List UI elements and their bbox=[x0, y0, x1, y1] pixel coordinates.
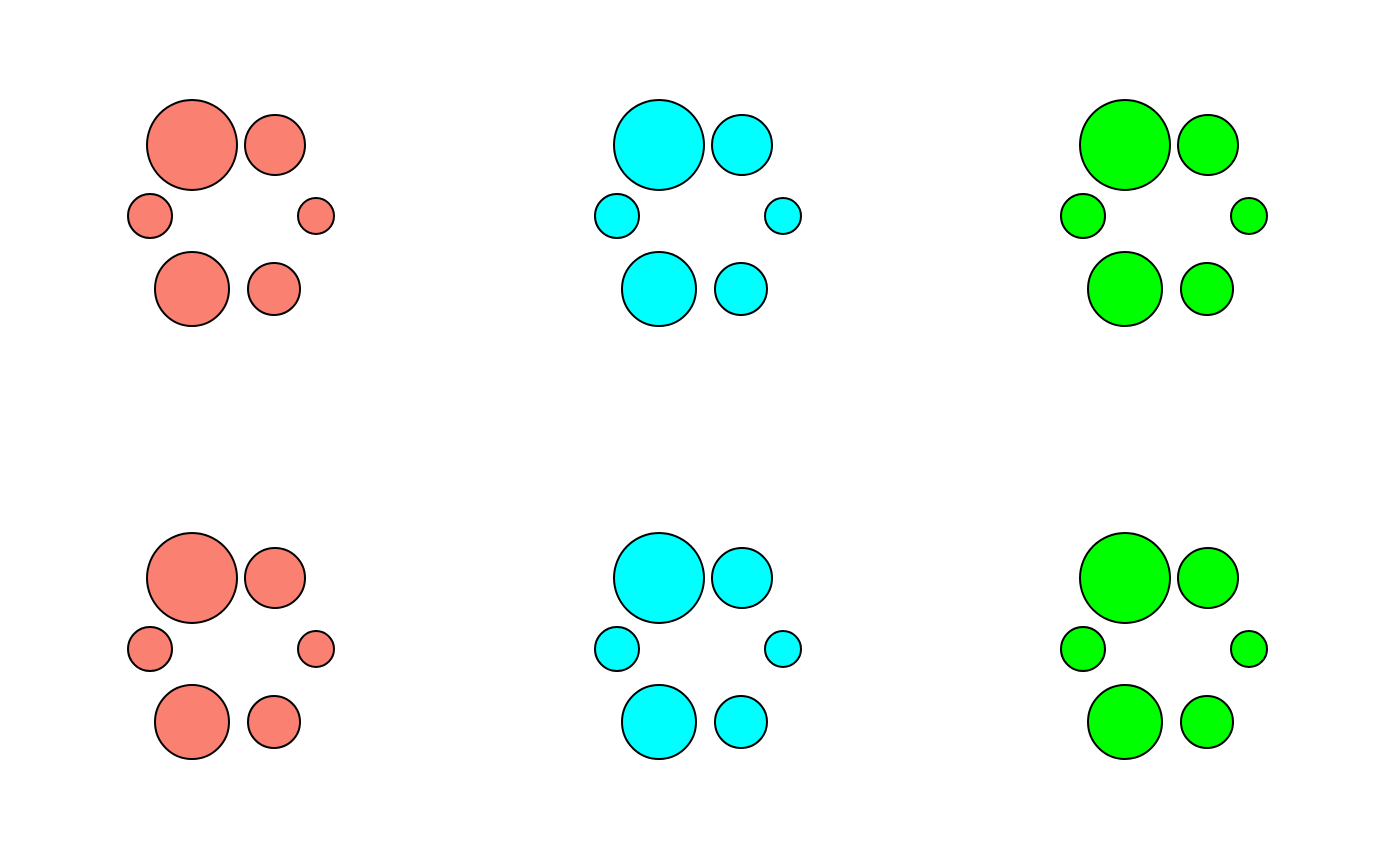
circle-large-bottom bbox=[154, 684, 230, 760]
circle-medium-bottom bbox=[1180, 262, 1234, 316]
circle-medium-top bbox=[244, 547, 306, 609]
circle-medium-top bbox=[1177, 114, 1239, 176]
circle-small-right bbox=[297, 197, 335, 235]
circle-large-top bbox=[1079, 532, 1171, 624]
circle-small-left bbox=[1060, 626, 1106, 672]
circle-medium-bottom bbox=[247, 262, 301, 316]
circle-small-right bbox=[764, 197, 802, 235]
circle-large-top bbox=[146, 99, 238, 191]
circle-medium-top bbox=[1177, 547, 1239, 609]
circle-small-left bbox=[127, 626, 173, 672]
panel-group bbox=[127, 99, 1268, 760]
circle-large-bottom bbox=[621, 684, 697, 760]
panel-r1-c2 bbox=[594, 99, 802, 327]
circle-medium-top bbox=[711, 114, 773, 176]
circle-small-left bbox=[1060, 193, 1106, 239]
circle-large-bottom bbox=[1087, 684, 1163, 760]
circle-small-right bbox=[1230, 197, 1268, 235]
panel-r1-c3 bbox=[1060, 99, 1268, 327]
circle-medium-bottom bbox=[714, 695, 768, 749]
circle-small-right bbox=[297, 630, 335, 668]
circle-large-bottom bbox=[154, 251, 230, 327]
circle-medium-bottom bbox=[1180, 695, 1234, 749]
circle-large-bottom bbox=[1087, 251, 1163, 327]
circle-large-top bbox=[613, 99, 705, 191]
circle-medium-bottom bbox=[247, 695, 301, 749]
circle-medium-bottom bbox=[714, 262, 768, 316]
circle-small-right bbox=[764, 630, 802, 668]
circle-large-top bbox=[1079, 99, 1171, 191]
circle-large-bottom bbox=[621, 251, 697, 327]
panel-r1-c1 bbox=[127, 99, 335, 327]
panel-r2-c2 bbox=[594, 532, 802, 760]
circle-small-right bbox=[1230, 630, 1268, 668]
circle-large-top bbox=[146, 532, 238, 624]
panel-r2-c3 bbox=[1060, 532, 1268, 760]
panel-r2-c1 bbox=[127, 532, 335, 760]
circle-small-left bbox=[594, 193, 640, 239]
circle-large-top bbox=[613, 532, 705, 624]
circle-small-left bbox=[594, 626, 640, 672]
circle-medium-top bbox=[244, 114, 306, 176]
circle-small-left bbox=[127, 193, 173, 239]
circle-medium-top bbox=[711, 547, 773, 609]
